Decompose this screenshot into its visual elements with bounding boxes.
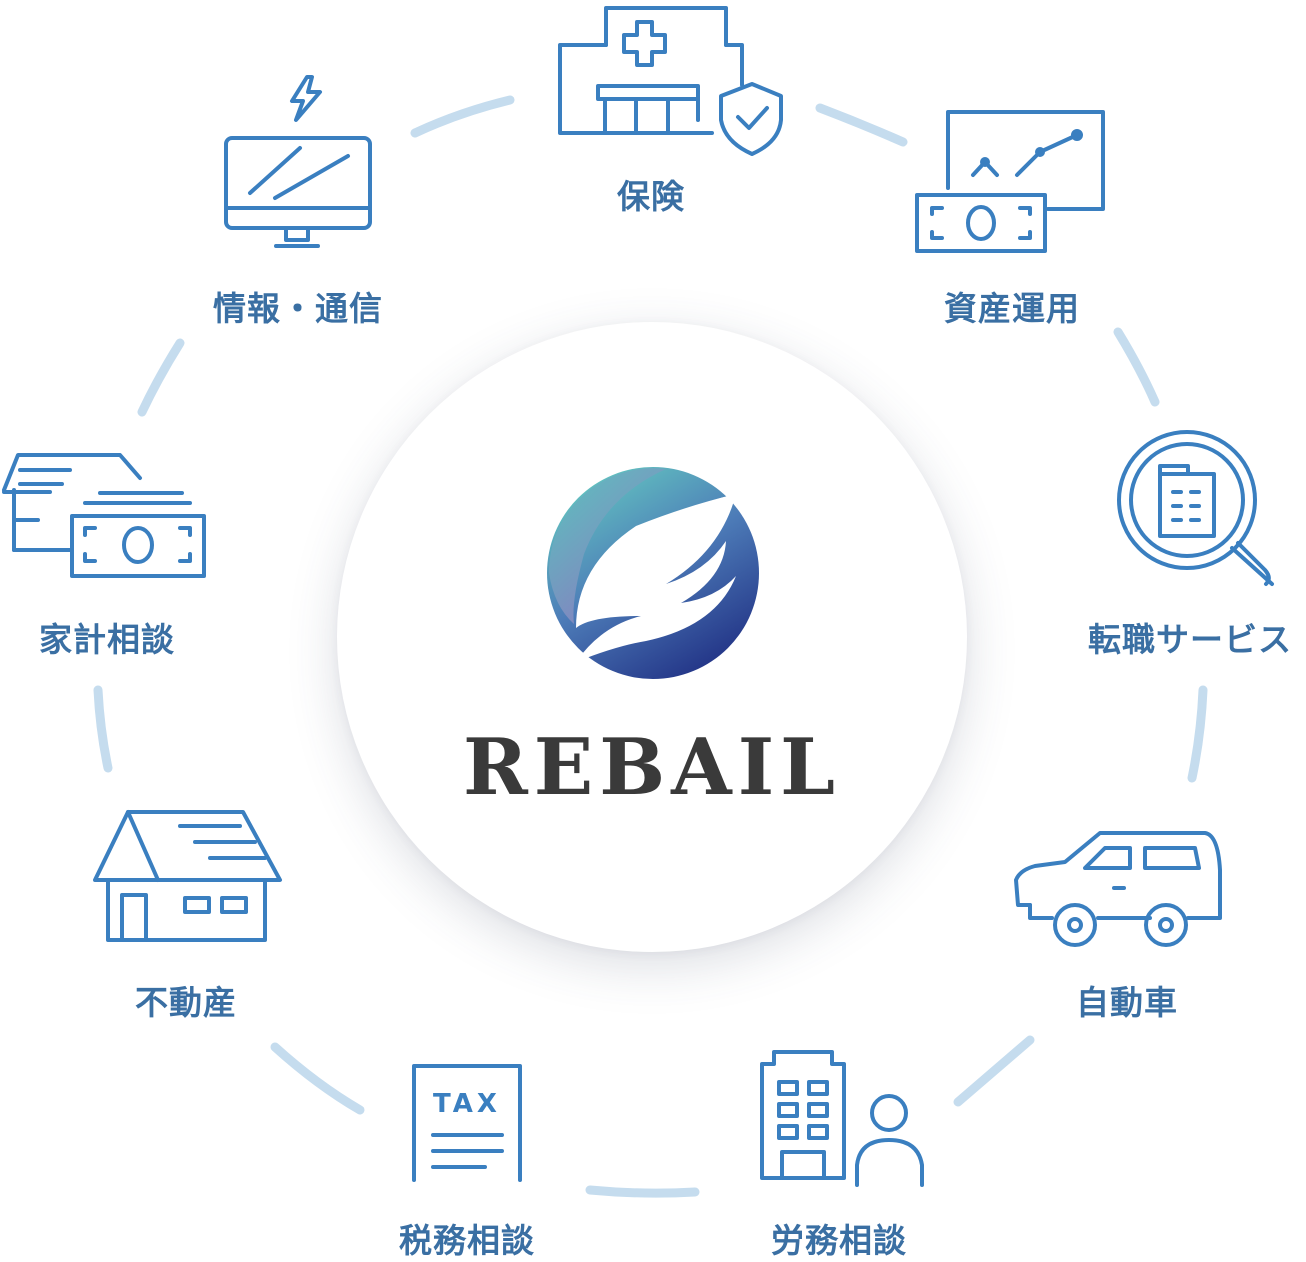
label-insurance: 保険 (617, 177, 685, 216)
ring-arc (270, 1042, 365, 1115)
ring-arc (585, 1185, 700, 1198)
label-job-service: 転職サービス (1088, 620, 1292, 659)
label-tax-consultation: 税務相談 (399, 1221, 535, 1260)
tax-icon-text: TAX (433, 1089, 501, 1119)
office-person-icon (760, 1050, 924, 1187)
ring-arc (1187, 685, 1208, 783)
ring-arc (953, 1035, 1035, 1107)
car-icon (1014, 831, 1222, 947)
hospital-shield-icon (558, 6, 783, 156)
ring-arc (815, 103, 908, 147)
brand-name: REBAIL (462, 722, 842, 813)
label-household-finance: 家計相談 (39, 620, 175, 659)
label-real-estate: 不動産 (135, 983, 237, 1022)
label-labor-consultation: 労務相談 (771, 1221, 907, 1260)
ring-arc (1113, 327, 1160, 407)
chart-money-icon (915, 110, 1105, 253)
house-money-icon (2, 453, 206, 578)
label-car: 自動車 (1076, 983, 1178, 1022)
label-info-communication: 情報・通信 (213, 289, 383, 328)
house-icon (93, 810, 282, 942)
building-magnifier-icon (1117, 430, 1274, 586)
ring-arc (137, 338, 185, 417)
ring-arc (93, 685, 113, 773)
ring-arc (410, 95, 515, 138)
tax-document-icon (412, 1064, 522, 1182)
label-asset-management: 資産運用 (944, 289, 1080, 328)
monitor-lightning-icon (224, 75, 372, 248)
rebail-logo-icon (547, 467, 759, 679)
